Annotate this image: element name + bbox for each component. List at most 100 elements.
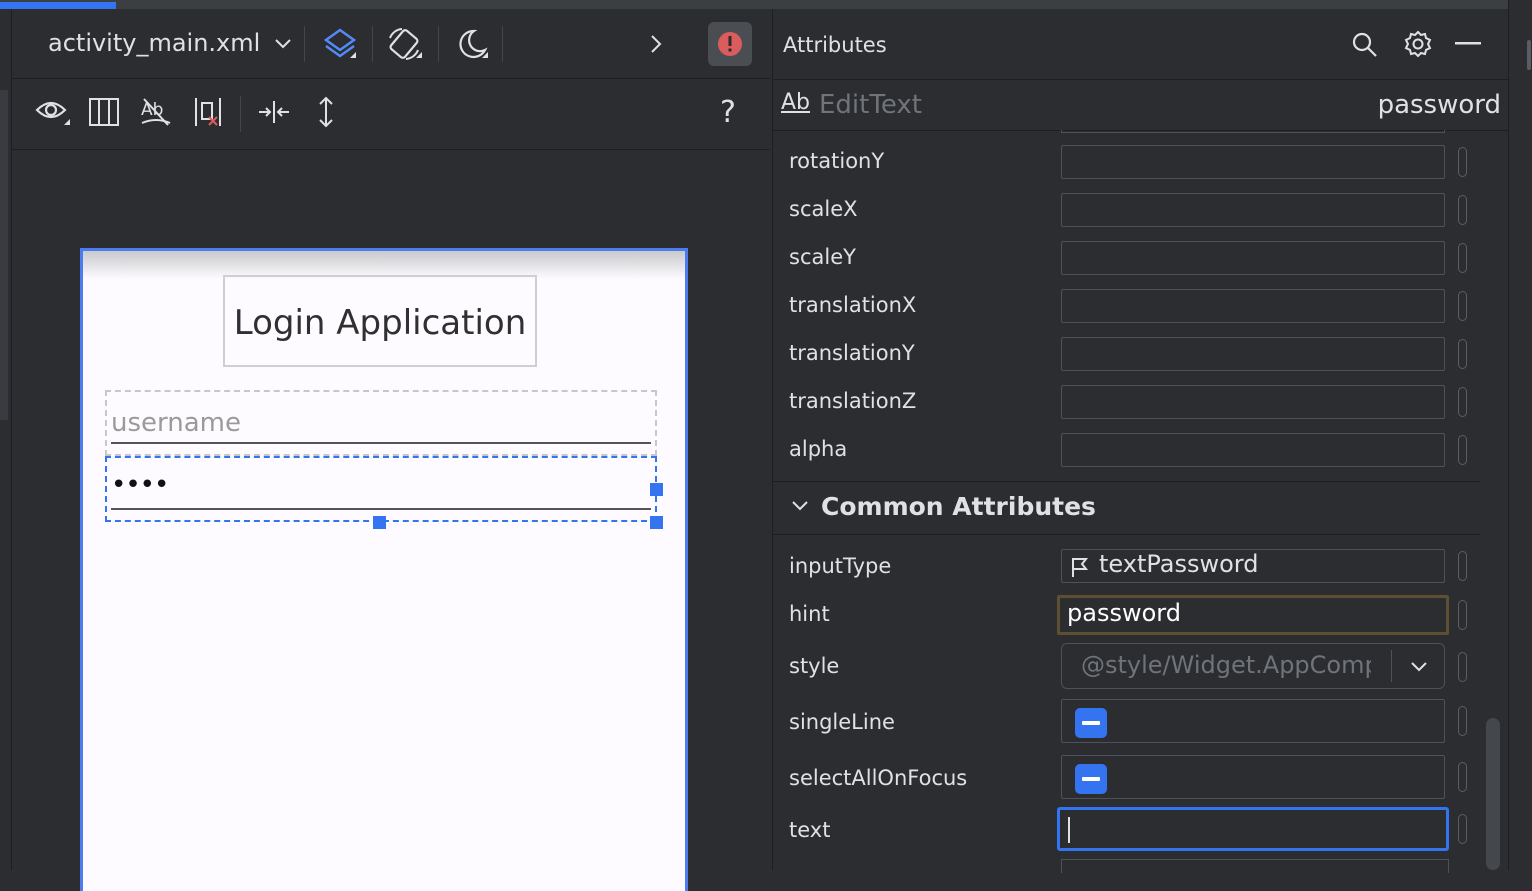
edittext-type-icon: Ab (781, 90, 811, 115)
attr-input-hint[interactable]: password (1057, 595, 1449, 635)
left-strip-scroll-thumb[interactable] (0, 90, 8, 420)
chevron-right-icon[interactable] (648, 33, 664, 55)
attr-label: style (789, 654, 840, 678)
layers-icon[interactable] (322, 26, 358, 62)
expand-vertical-icon[interactable] (314, 95, 338, 129)
attr-row-rotationY: rotationY (773, 143, 1509, 183)
attr-input-inputType[interactable]: textPassword (1061, 549, 1445, 583)
resource-picker-button[interactable] (1458, 195, 1467, 225)
hint-value: password (1067, 599, 1181, 627)
right-tool-strip (1508, 0, 1532, 870)
attributes-title: Attributes (783, 33, 887, 57)
component-header: Ab EditText password (773, 80, 1509, 131)
gear-icon[interactable] (1403, 29, 1433, 59)
resize-handle-bottom[interactable] (373, 516, 386, 529)
resource-picker-button[interactable] (1458, 551, 1467, 581)
attr-input-alpha[interactable] (1061, 433, 1445, 467)
select-divider (1391, 650, 1392, 682)
common-attributes-section-header[interactable]: Common Attributes (773, 481, 1481, 535)
resource-picker-button[interactable] (1458, 706, 1467, 736)
resource-picker-button[interactable] (1458, 243, 1467, 273)
device-preview[interactable]: Login Application username •••• (80, 248, 688, 891)
view-options-eye-icon[interactable] (34, 95, 72, 129)
attr-label: hint (789, 602, 830, 626)
resource-picker-button[interactable] (1458, 762, 1467, 792)
attr-row-selectAllOnFocus: selectAllOnFocus (773, 755, 1509, 801)
chevron-down-icon[interactable] (1410, 661, 1428, 673)
attr-label: rotationY (789, 149, 885, 173)
layout-editor-panel: activity_main.xml (12, 9, 770, 891)
username-underline (111, 442, 651, 444)
autoconnect-off-icon[interactable]: Ab (138, 95, 174, 129)
textview-login-title[interactable]: Login Application (223, 275, 537, 367)
resource-picker-button[interactable] (1458, 814, 1467, 844)
right-strip-handle[interactable] (1527, 40, 1531, 70)
selectAllOnFocus-tristate-checkbox[interactable] (1075, 764, 1107, 794)
resource-picker-button[interactable] (1458, 600, 1467, 630)
toolbar-divider (438, 26, 439, 62)
attr-input-translationY[interactable] (1061, 337, 1445, 371)
night-mode-icon[interactable] (454, 26, 490, 62)
attr-field-selectAllOnFocus (1061, 755, 1445, 799)
edittext-password-selected[interactable]: •••• (105, 456, 663, 529)
design-canvas[interactable]: Login Application username •••• (12, 150, 770, 891)
attr-input-translationX[interactable] (1061, 289, 1445, 323)
loading-progress-bar (0, 0, 1532, 9)
attr-input-translationZ[interactable] (1061, 385, 1445, 419)
attr-label: selectAllOnFocus (789, 766, 968, 790)
search-icon[interactable] (1351, 31, 1379, 59)
password-underline (111, 508, 651, 510)
chevron-down-icon (791, 500, 809, 512)
clear-constraints-icon[interactable] (192, 95, 226, 129)
attr-label: inputType (789, 554, 892, 578)
attr-row-singleLine: singleLine (773, 699, 1509, 745)
edittext-username[interactable]: username (105, 390, 657, 456)
status-bar-shadow (83, 251, 685, 279)
chevron-down-icon (274, 38, 292, 50)
toolbar-divider (304, 26, 305, 62)
next-field-edge (1061, 859, 1449, 873)
attr-input-scaleY[interactable] (1061, 241, 1445, 275)
blueprint-columns-icon[interactable] (88, 97, 120, 127)
resource-picker-button[interactable] (1458, 652, 1467, 682)
singleLine-tristate-checkbox[interactable] (1075, 708, 1107, 738)
attr-input-scaleX[interactable] (1061, 193, 1445, 227)
help-button[interactable]: ? (720, 95, 736, 130)
component-type: EditText (819, 90, 922, 120)
attr-field-singleLine (1061, 699, 1445, 743)
attr-input-rotationY[interactable] (1061, 145, 1445, 179)
app-title-text: Login Application (233, 303, 527, 343)
attr-label: scaleY (789, 245, 856, 269)
resource-picker-button[interactable] (1458, 435, 1467, 465)
attr-row-style: style @style/Widget.AppCompat.EditText (773, 643, 1509, 691)
input-type-value: textPassword (1099, 550, 1259, 578)
attr-row-translationX: translationX (773, 287, 1509, 327)
file-name: activity_main.xml (48, 29, 261, 57)
rotate-orientation-icon[interactable] (386, 26, 424, 62)
attr-row-translationY: translationY (773, 335, 1509, 375)
minimize-icon[interactable] (1455, 42, 1481, 46)
attr-label: translationY (789, 341, 915, 365)
password-masked-value: •••• (111, 470, 169, 500)
resize-handle-bottom-right[interactable] (650, 516, 663, 529)
toolbar-divider (240, 96, 241, 132)
attr-row-scaleY: scaleY (773, 239, 1509, 279)
resource-picker-button[interactable] (1458, 291, 1467, 321)
attr-row-alpha: alpha (773, 431, 1509, 471)
resource-picker-button[interactable] (1458, 147, 1467, 177)
resource-picker-button[interactable] (1458, 339, 1467, 369)
resource-picker-button[interactable] (1458, 387, 1467, 417)
file-selector[interactable]: activity_main.xml (48, 29, 292, 57)
pack-horizontal-icon[interactable] (256, 97, 292, 127)
issues-button[interactable] (708, 22, 752, 66)
attributes-scrollbar-thumb[interactable] (1486, 718, 1500, 870)
previous-field-edge (1061, 130, 1445, 133)
attr-select-style[interactable]: @style/Widget.AppCompat.EditText (1061, 643, 1445, 689)
attr-input-text-focused[interactable] (1057, 807, 1449, 851)
username-hint: username (111, 408, 241, 438)
editor-toolbar-secondary: Ab ? (12, 79, 770, 150)
editor-toolbar-primary: activity_main.xml (12, 9, 770, 79)
attr-row-hint: hint password (773, 595, 1509, 639)
component-id[interactable]: password (1377, 90, 1501, 120)
resize-handle-right[interactable] (650, 483, 663, 496)
